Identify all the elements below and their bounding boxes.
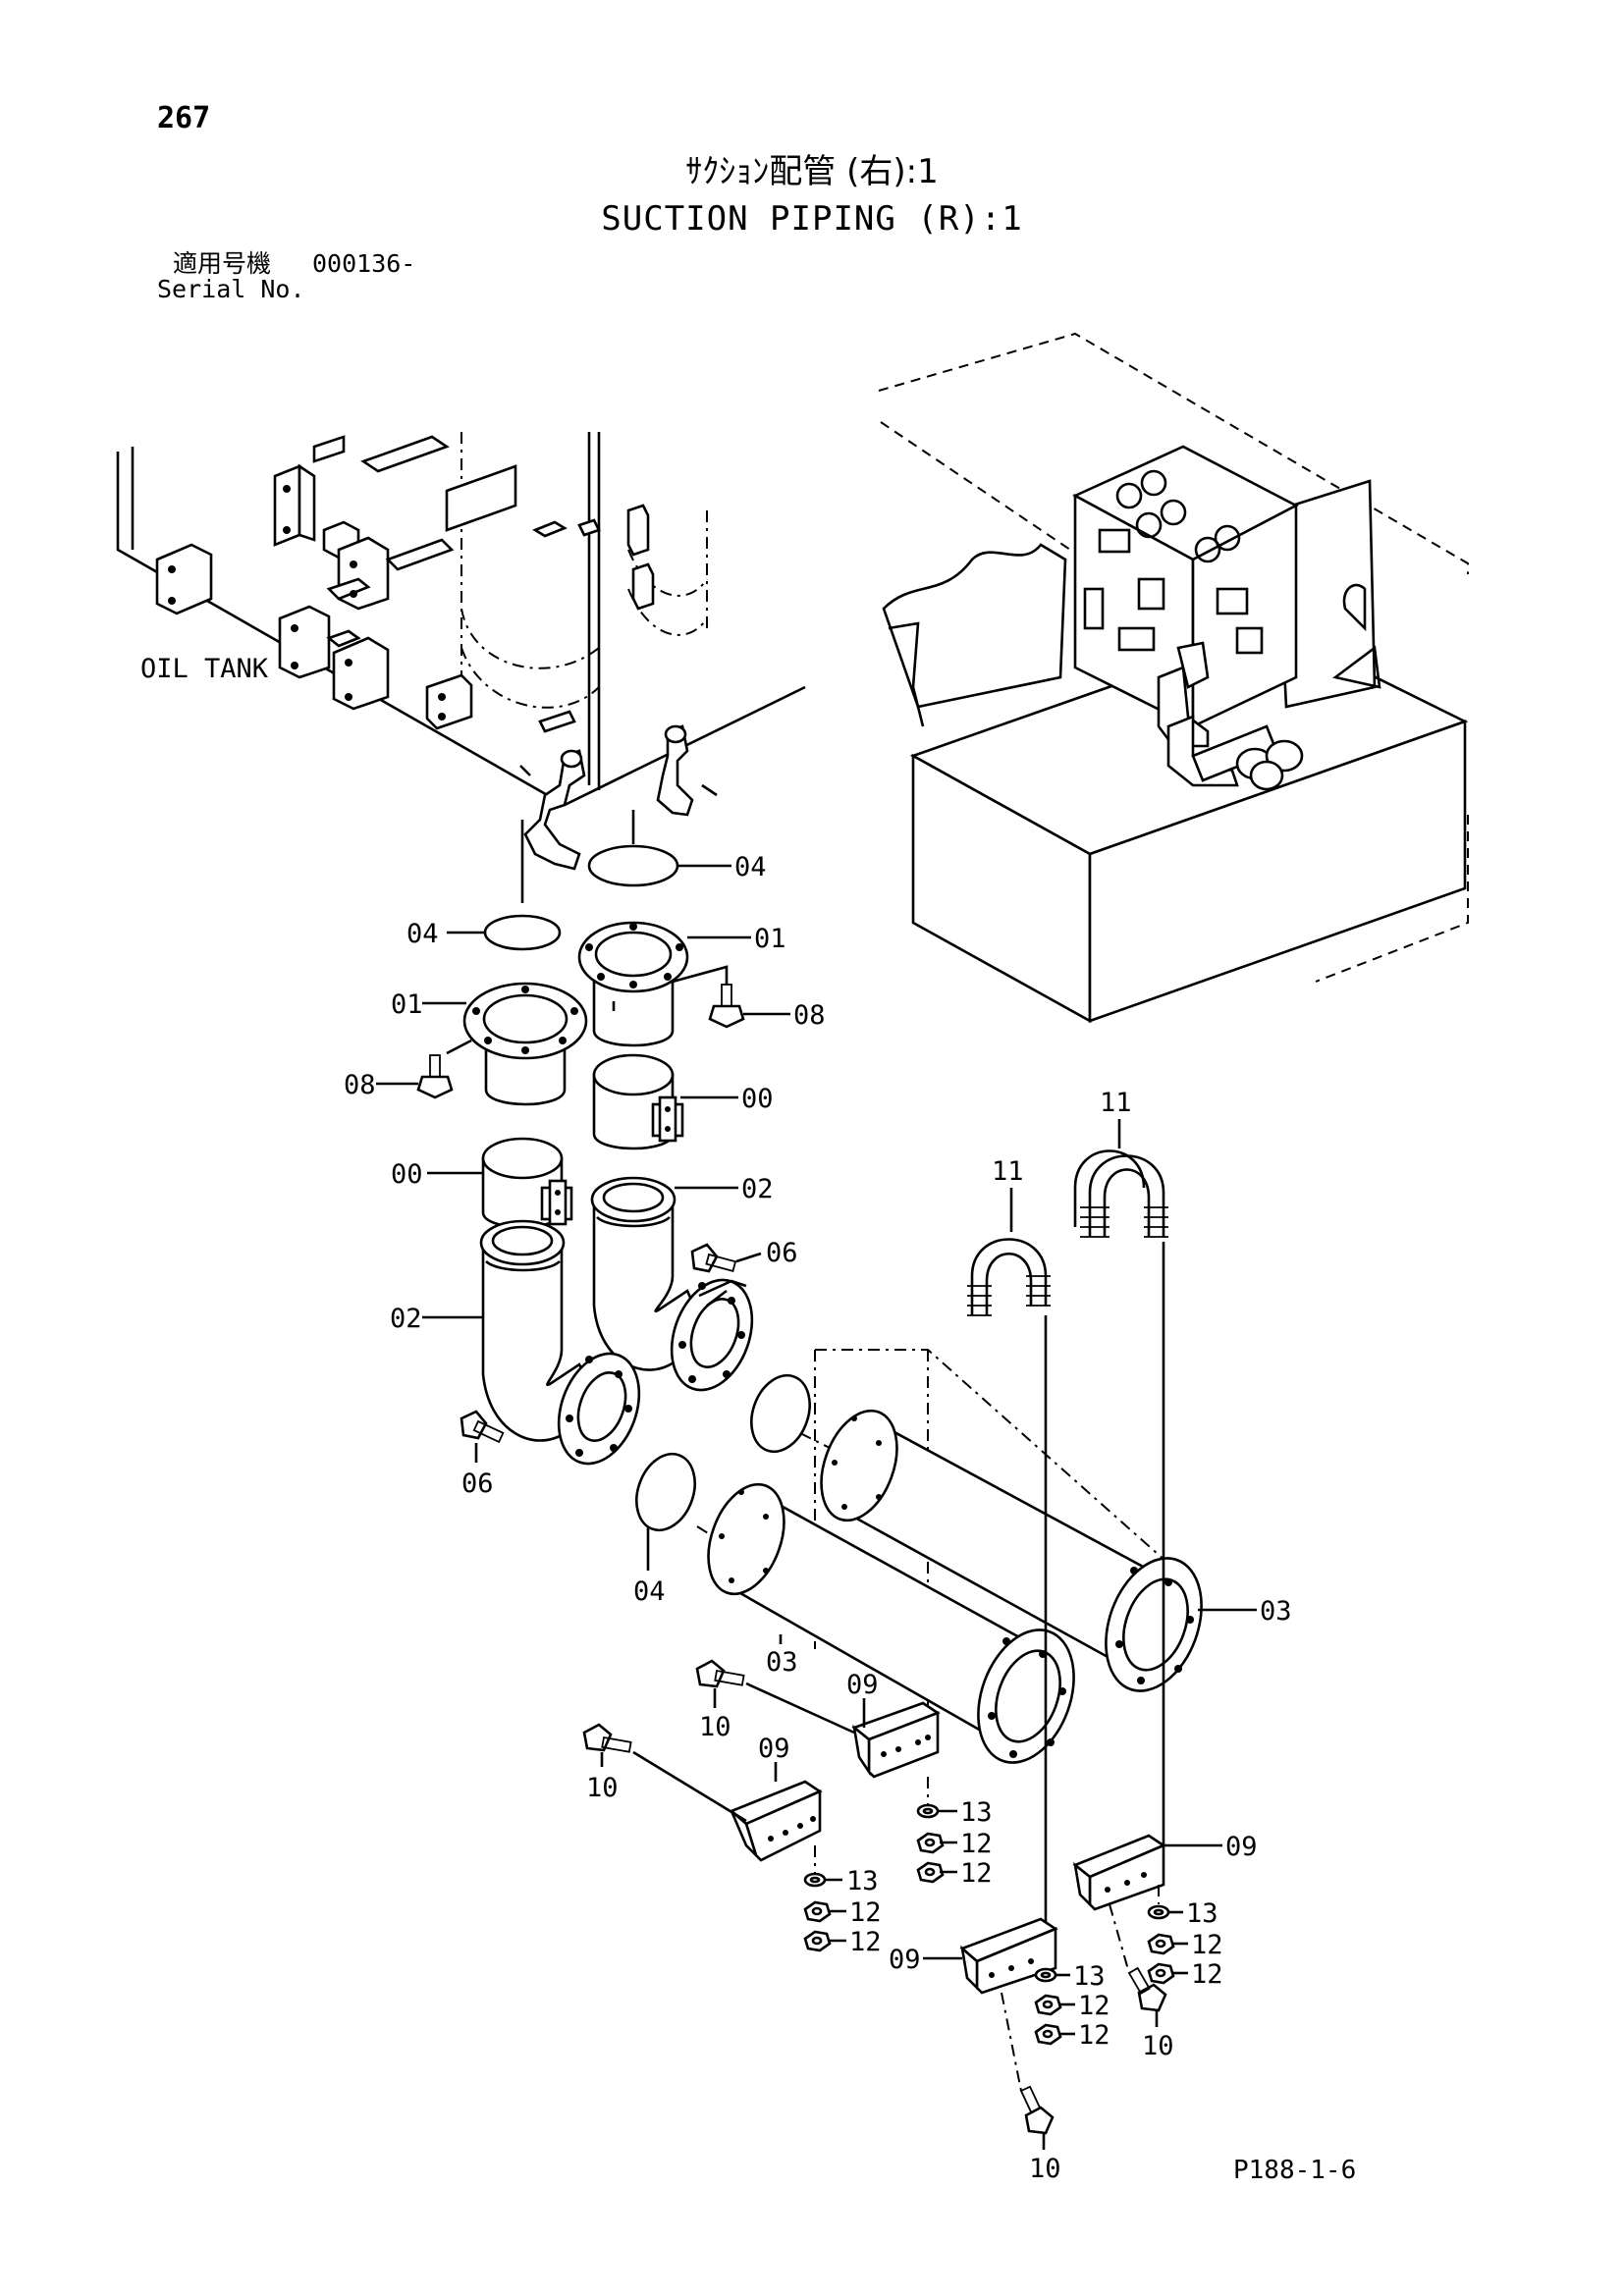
bolt: [1127, 1966, 1167, 2012]
bolt: [708, 984, 745, 1029]
support-bracket: [959, 1917, 1058, 1995]
callout-label: 01: [754, 924, 786, 954]
callout-label: 12: [1191, 1959, 1223, 1990]
callout-label: 12: [849, 1897, 882, 1928]
callout-label: 09: [1225, 1832, 1258, 1862]
nut: [803, 1900, 832, 1923]
flange-pipe-right: [577, 921, 689, 1047]
callout-label: 13: [1186, 1898, 1218, 1929]
callout-label: 00: [391, 1159, 423, 1190]
nut: [1147, 1962, 1175, 1985]
callout-label: 00: [741, 1084, 774, 1114]
u-bolt: [967, 1238, 1051, 1316]
callout-label: 12: [1078, 1991, 1110, 2021]
oil-tank-label: OIL TANK: [140, 654, 269, 684]
serial-number-value: 000136-: [312, 249, 416, 278]
callout-label: 12: [849, 1927, 882, 1957]
u-bolt: [1073, 1149, 1168, 1238]
o-ring: [635, 1452, 696, 1532]
nut: [803, 1930, 832, 1952]
bolt: [582, 1723, 632, 1753]
machine-overview-inset: [878, 332, 1469, 1024]
bolt: [460, 1410, 505, 1444]
callout-label: 10: [699, 1712, 731, 1742]
callout-label: 11: [992, 1156, 1024, 1187]
hose-clamp: [481, 1137, 573, 1229]
callout-label: 12: [960, 1858, 993, 1889]
nut: [916, 1832, 945, 1854]
washer: [1147, 1904, 1170, 1920]
serial-label-english: Serial No.: [157, 275, 305, 303]
callout-label: 03: [766, 1647, 798, 1678]
oil-tank: [116, 432, 806, 871]
callout-label: 09: [846, 1670, 879, 1700]
callout-label: 09: [758, 1734, 790, 1764]
nut: [916, 1861, 945, 1884]
support-bracket: [851, 1701, 941, 1779]
serial-label-japanese: 適用号機: [173, 249, 272, 278]
page-reference: P188-1-6: [1233, 2156, 1357, 2185]
bolt: [1019, 2085, 1055, 2135]
callout-label: 04: [734, 852, 767, 882]
bolt: [416, 1054, 454, 1099]
callout-label: 08: [793, 1000, 826, 1031]
nut: [1034, 1994, 1062, 2016]
bolt: [690, 1243, 737, 1273]
callout-label: 04: [633, 1576, 666, 1607]
washer: [916, 1803, 940, 1819]
callout-label: 10: [586, 1773, 619, 1803]
callout-label: 13: [1073, 1961, 1106, 1992]
callout-label: 11: [1100, 1088, 1132, 1118]
callout-label: 10: [1142, 2031, 1174, 2061]
suction-elbow-left: [479, 1219, 641, 1466]
callout-label: 02: [741, 1174, 774, 1204]
callout-label: 12: [960, 1829, 993, 1859]
callout-label: 06: [766, 1238, 798, 1268]
callout-label: 02: [390, 1304, 422, 1334]
callout-label: 13: [846, 1866, 879, 1896]
nut: [1034, 2023, 1062, 2046]
flange-pipe-left: [462, 982, 588, 1106]
washer: [803, 1872, 827, 1888]
o-ring: [750, 1373, 811, 1454]
callout-label: 12: [1191, 1930, 1223, 1960]
callout-label: 01: [391, 989, 423, 1020]
callout-label: 09: [889, 1945, 921, 1975]
bolt: [695, 1659, 745, 1688]
support-bracket: [1072, 1834, 1166, 1911]
callout-label: 13: [960, 1797, 993, 1828]
support-bracket: [729, 1780, 823, 1862]
suction-elbow-right: [590, 1176, 754, 1392]
callout-label: 06: [461, 1468, 494, 1499]
callout-label: 04: [406, 919, 439, 949]
page-number: 267: [157, 101, 211, 135]
callout-label: 12: [1078, 2020, 1110, 2051]
callout-leaders: [376, 864, 1257, 2150]
o-ring: [587, 844, 679, 887]
washer: [1034, 1967, 1057, 1983]
callout-label: 08: [344, 1070, 376, 1100]
o-ring: [483, 914, 562, 951]
hose-clamp: [592, 1053, 684, 1150]
nut: [1147, 1933, 1175, 1955]
callout-label: 10: [1029, 2154, 1061, 2184]
suction-pipe-long-rear: [820, 1409, 1203, 1692]
callout-label: 03: [1260, 1596, 1292, 1627]
page-title-japanese: ｻｸｼｮﾝ配管 (右):1: [685, 152, 939, 191]
page-title-english: SUCTION PIPING (R):1: [601, 199, 1023, 239]
suction-pipe-long-front: [707, 1482, 1075, 1764]
